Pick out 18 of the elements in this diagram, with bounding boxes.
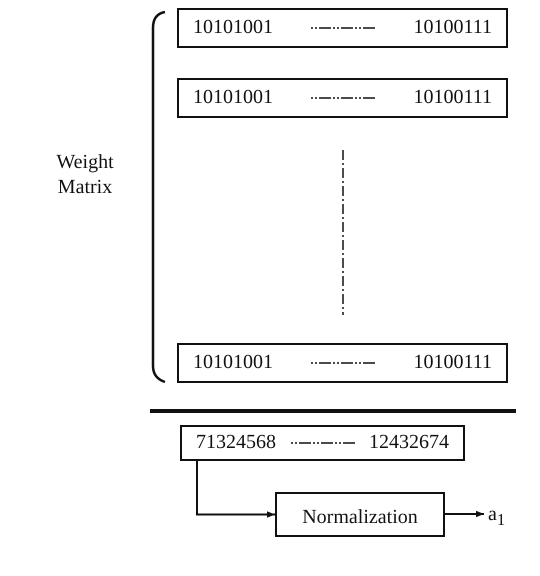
data-row-box: [180, 425, 465, 461]
data-row-box: [177, 8, 508, 48]
binary-value: 10100111: [413, 17, 492, 37]
axis-label: Weight Matrix: [55, 150, 115, 200]
binary-value: 10100111: [413, 352, 492, 372]
binary-value: 12432674: [369, 432, 449, 452]
binary-value: 10101001: [193, 17, 273, 37]
binary-value: 10100111: [413, 87, 492, 107]
arrow: [196, 461, 275, 518]
label-text: Normalization: [301, 506, 419, 526]
data-row-box: [177, 78, 508, 118]
binary-value: 10101001: [193, 352, 273, 372]
output-symbol: a$_{1}$: [488, 504, 506, 529]
arrow: [445, 510, 484, 518]
process-box: [275, 492, 445, 537]
binary-value: 71324568: [196, 432, 276, 452]
binary-value: 10101001: [193, 87, 273, 107]
data-row-box: [177, 343, 508, 383]
